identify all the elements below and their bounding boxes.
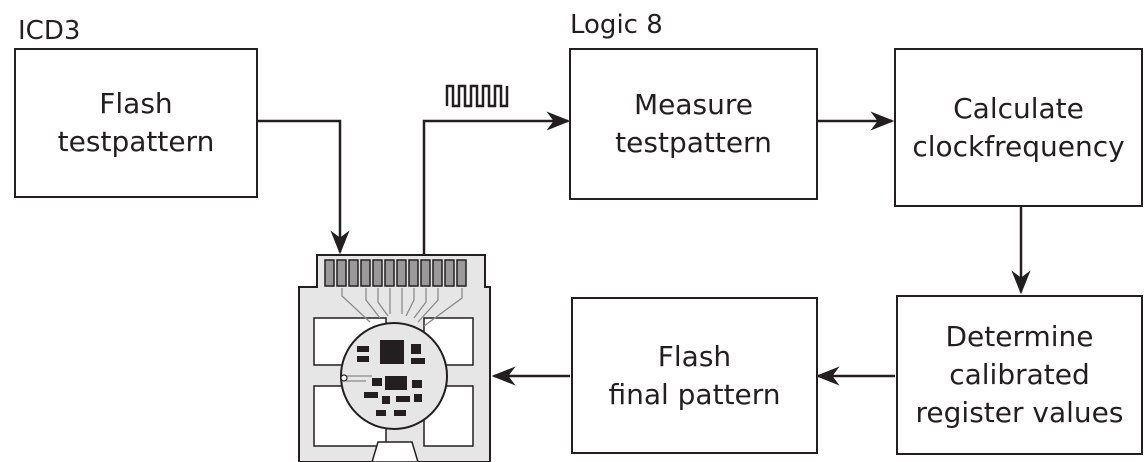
flash-testpattern-line2: testpattern — [57, 125, 215, 158]
determine-line3: register values — [915, 396, 1124, 429]
logic8-label: Logic 8 — [570, 10, 663, 40]
calculate-line1: Calculate — [953, 91, 1084, 125]
icd3-label: ICD3 — [18, 16, 81, 46]
determine-register-values-box: Determine calibrated register values — [896, 295, 1143, 455]
determine-line2: calibrated — [949, 358, 1090, 391]
pcb-board-icon — [298, 254, 491, 462]
arrow-flash-to-board — [257, 119, 350, 255]
calculate-clockfrequency-box: Calculate clockfrequency — [894, 48, 1143, 207]
flash-final-pattern-box: Flash final pattern — [571, 297, 818, 454]
flash-testpattern-box: Flash testpattern — [14, 48, 258, 198]
measure-testpattern-box: Measure testpattern — [569, 48, 818, 200]
measure-testpattern-line1: Measure — [634, 88, 753, 121]
square-wave-icon — [445, 84, 509, 108]
arrow-board-to-measure — [422, 111, 571, 260]
flash-testpattern-line1: Flash — [99, 87, 173, 120]
flash-final-line2: final pattern — [608, 377, 781, 411]
measure-testpattern-line2: testpattern — [615, 126, 772, 159]
determine-line1: Determine — [945, 320, 1094, 353]
flash-final-line1: Flash — [657, 339, 732, 373]
calculate-line2: clockfrequency — [912, 129, 1125, 163]
